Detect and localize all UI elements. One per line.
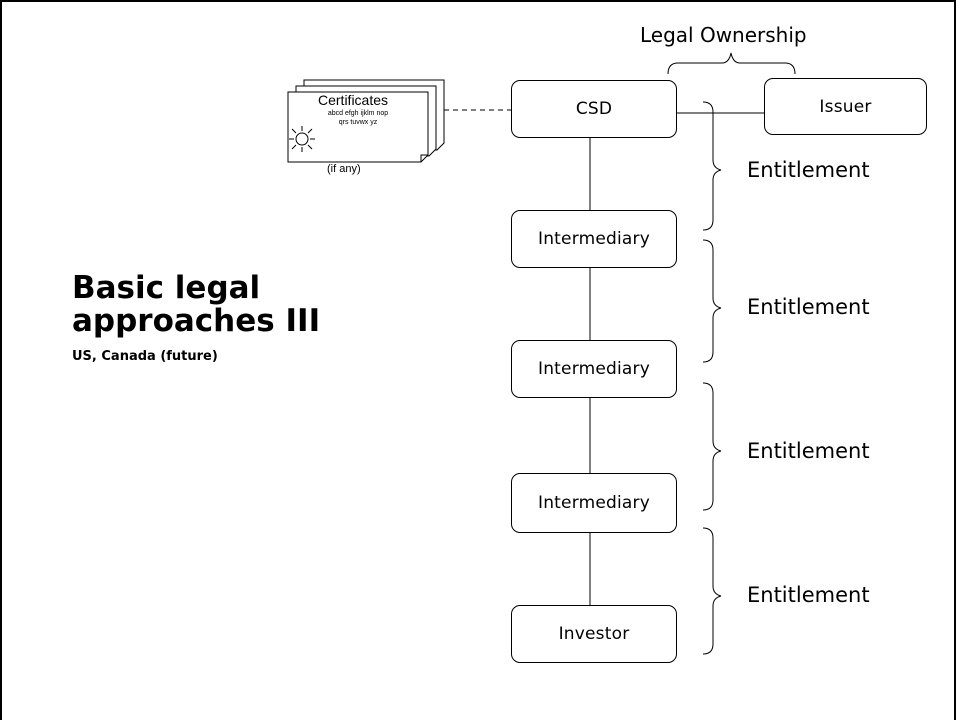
slide-title: Basic legal approaches III bbox=[72, 272, 320, 338]
intermediary-node-1: Intermediary bbox=[511, 210, 677, 268]
intermediary-node-2: Intermediary bbox=[511, 340, 677, 398]
intermediary-node-3: Intermediary bbox=[511, 473, 677, 533]
slide-title-line-2: approaches III bbox=[72, 303, 321, 339]
certificates-note: (if any) bbox=[327, 163, 361, 175]
investor-node: Investor bbox=[511, 605, 677, 663]
intermediary-1-label: Intermediary bbox=[537, 229, 650, 249]
certificates-text-line-2: qrs tuvwx yz bbox=[338, 119, 378, 126]
intermediary-3-label: Intermediary bbox=[537, 493, 650, 513]
issuer-node: Issuer bbox=[764, 78, 927, 135]
csd-label: CSD bbox=[575, 99, 613, 119]
entitlement-label-3: Entitlement bbox=[747, 439, 870, 463]
entitlement-label-1: Entitlement bbox=[747, 158, 870, 182]
legal-ownership-label: Legal Ownership bbox=[640, 23, 807, 47]
entitlement-label-4: Entitlement bbox=[747, 583, 870, 607]
intermediary-2-label: Intermediary bbox=[537, 359, 650, 379]
issuer-label: Issuer bbox=[819, 96, 872, 117]
csd-node: CSD bbox=[511, 80, 677, 138]
investor-label: Investor bbox=[558, 624, 630, 644]
certificates-text-line-1: abcd efgh ijklm nop bbox=[327, 110, 389, 117]
entitlement-label-2: Entitlement bbox=[747, 295, 870, 319]
entitlement-brace-2 bbox=[702, 239, 722, 363]
legal-ownership-brace bbox=[667, 52, 796, 75]
entitlement-brace-4 bbox=[702, 527, 722, 655]
slide-title-line-1: Basic legal bbox=[72, 270, 261, 306]
seal-icon bbox=[289, 126, 315, 152]
entitlement-brace-1 bbox=[702, 101, 722, 231]
entitlement-brace-3 bbox=[702, 382, 722, 511]
certificates-heading: Certificates bbox=[318, 92, 389, 108]
certificate-stack-icon bbox=[287, 79, 445, 163]
slide-subtitle: US, Canada (future) bbox=[72, 349, 218, 364]
